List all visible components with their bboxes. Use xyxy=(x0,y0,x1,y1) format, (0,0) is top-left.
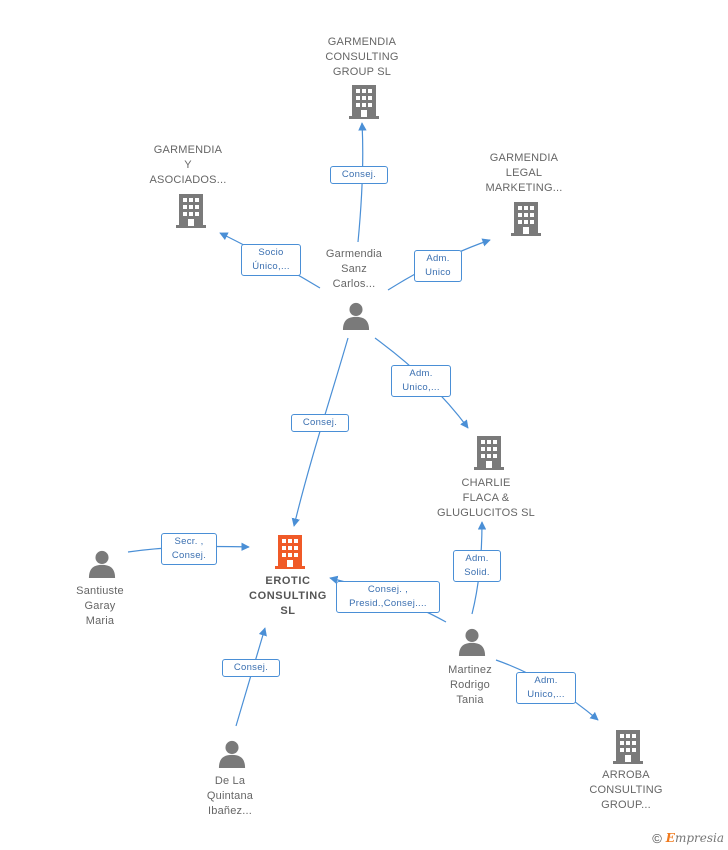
edge-label-adm-unico-arroba[interactable]: Adm. Unico,... xyxy=(516,672,576,704)
node-erotic-consulting[interactable]: EROTIC CONSULTING SL xyxy=(249,575,327,617)
node-charlie-flaca[interactable]: CHARLIE FLACA & GLUGLUCITOS SL xyxy=(437,477,535,519)
edge-label-consej[interactable]: Consej. xyxy=(330,166,388,184)
node-garmendia-sanz[interactable]: Garmendia Sanz Carlos... xyxy=(325,248,383,290)
edge-label-consej-quintana[interactable]: Consej. xyxy=(222,659,280,677)
empresia-logo[interactable]: Empresia xyxy=(665,831,724,845)
edge-consej-erotic-from-garmendia xyxy=(291,337,349,527)
edge-label-consej-erotic[interactable]: Consej. xyxy=(291,414,349,432)
footer-brand: © Empresia xyxy=(652,830,724,846)
building-icon xyxy=(349,85,379,119)
edge-label-consej-presid[interactable]: Consej. , Presid.,Consej.... xyxy=(336,581,440,613)
node-garmendia-legal[interactable]: GARMENDIA LEGAL MARKETING... xyxy=(485,152,563,194)
edge-label-socio-unico[interactable]: Socio Único,... xyxy=(241,244,301,276)
building-icon xyxy=(511,202,541,236)
edge-consej-erotic-from-quintana xyxy=(235,627,267,727)
node-santiuste[interactable]: Santiuste Garay Maria xyxy=(76,585,124,627)
person-icon xyxy=(458,628,486,656)
building-icon xyxy=(474,436,504,470)
edge-label-secr-consej[interactable]: Secr. , Consej. xyxy=(161,533,217,565)
edge-label-adm-unico[interactable]: Adm. Unico xyxy=(414,250,462,282)
copyright-icon: © xyxy=(652,830,662,846)
building-icon xyxy=(275,535,305,569)
building-icon xyxy=(613,730,643,764)
node-garmendia-asociados[interactable]: GARMENDIA Y ASOCIADOS... xyxy=(149,144,227,186)
person-icon xyxy=(218,740,246,768)
edge-label-adm-solid[interactable]: Adm. Solid. xyxy=(453,550,501,582)
node-garmendia-consulting[interactable]: GARMENDIA CONSULTING GROUP SL xyxy=(325,36,399,78)
node-arroba-consulting[interactable]: ARROBA CONSULTING GROUP... xyxy=(589,769,663,811)
building-icon xyxy=(176,194,206,228)
edge-label-adm-unico-charlie[interactable]: Adm. Unico,... xyxy=(391,365,451,397)
node-martinez[interactable]: Martinez Rodrigo Tania xyxy=(448,664,492,706)
node-de-la-quintana[interactable]: De La Quintana Ibañez... xyxy=(206,775,254,817)
person-icon xyxy=(88,550,116,578)
person-icon xyxy=(342,302,370,330)
